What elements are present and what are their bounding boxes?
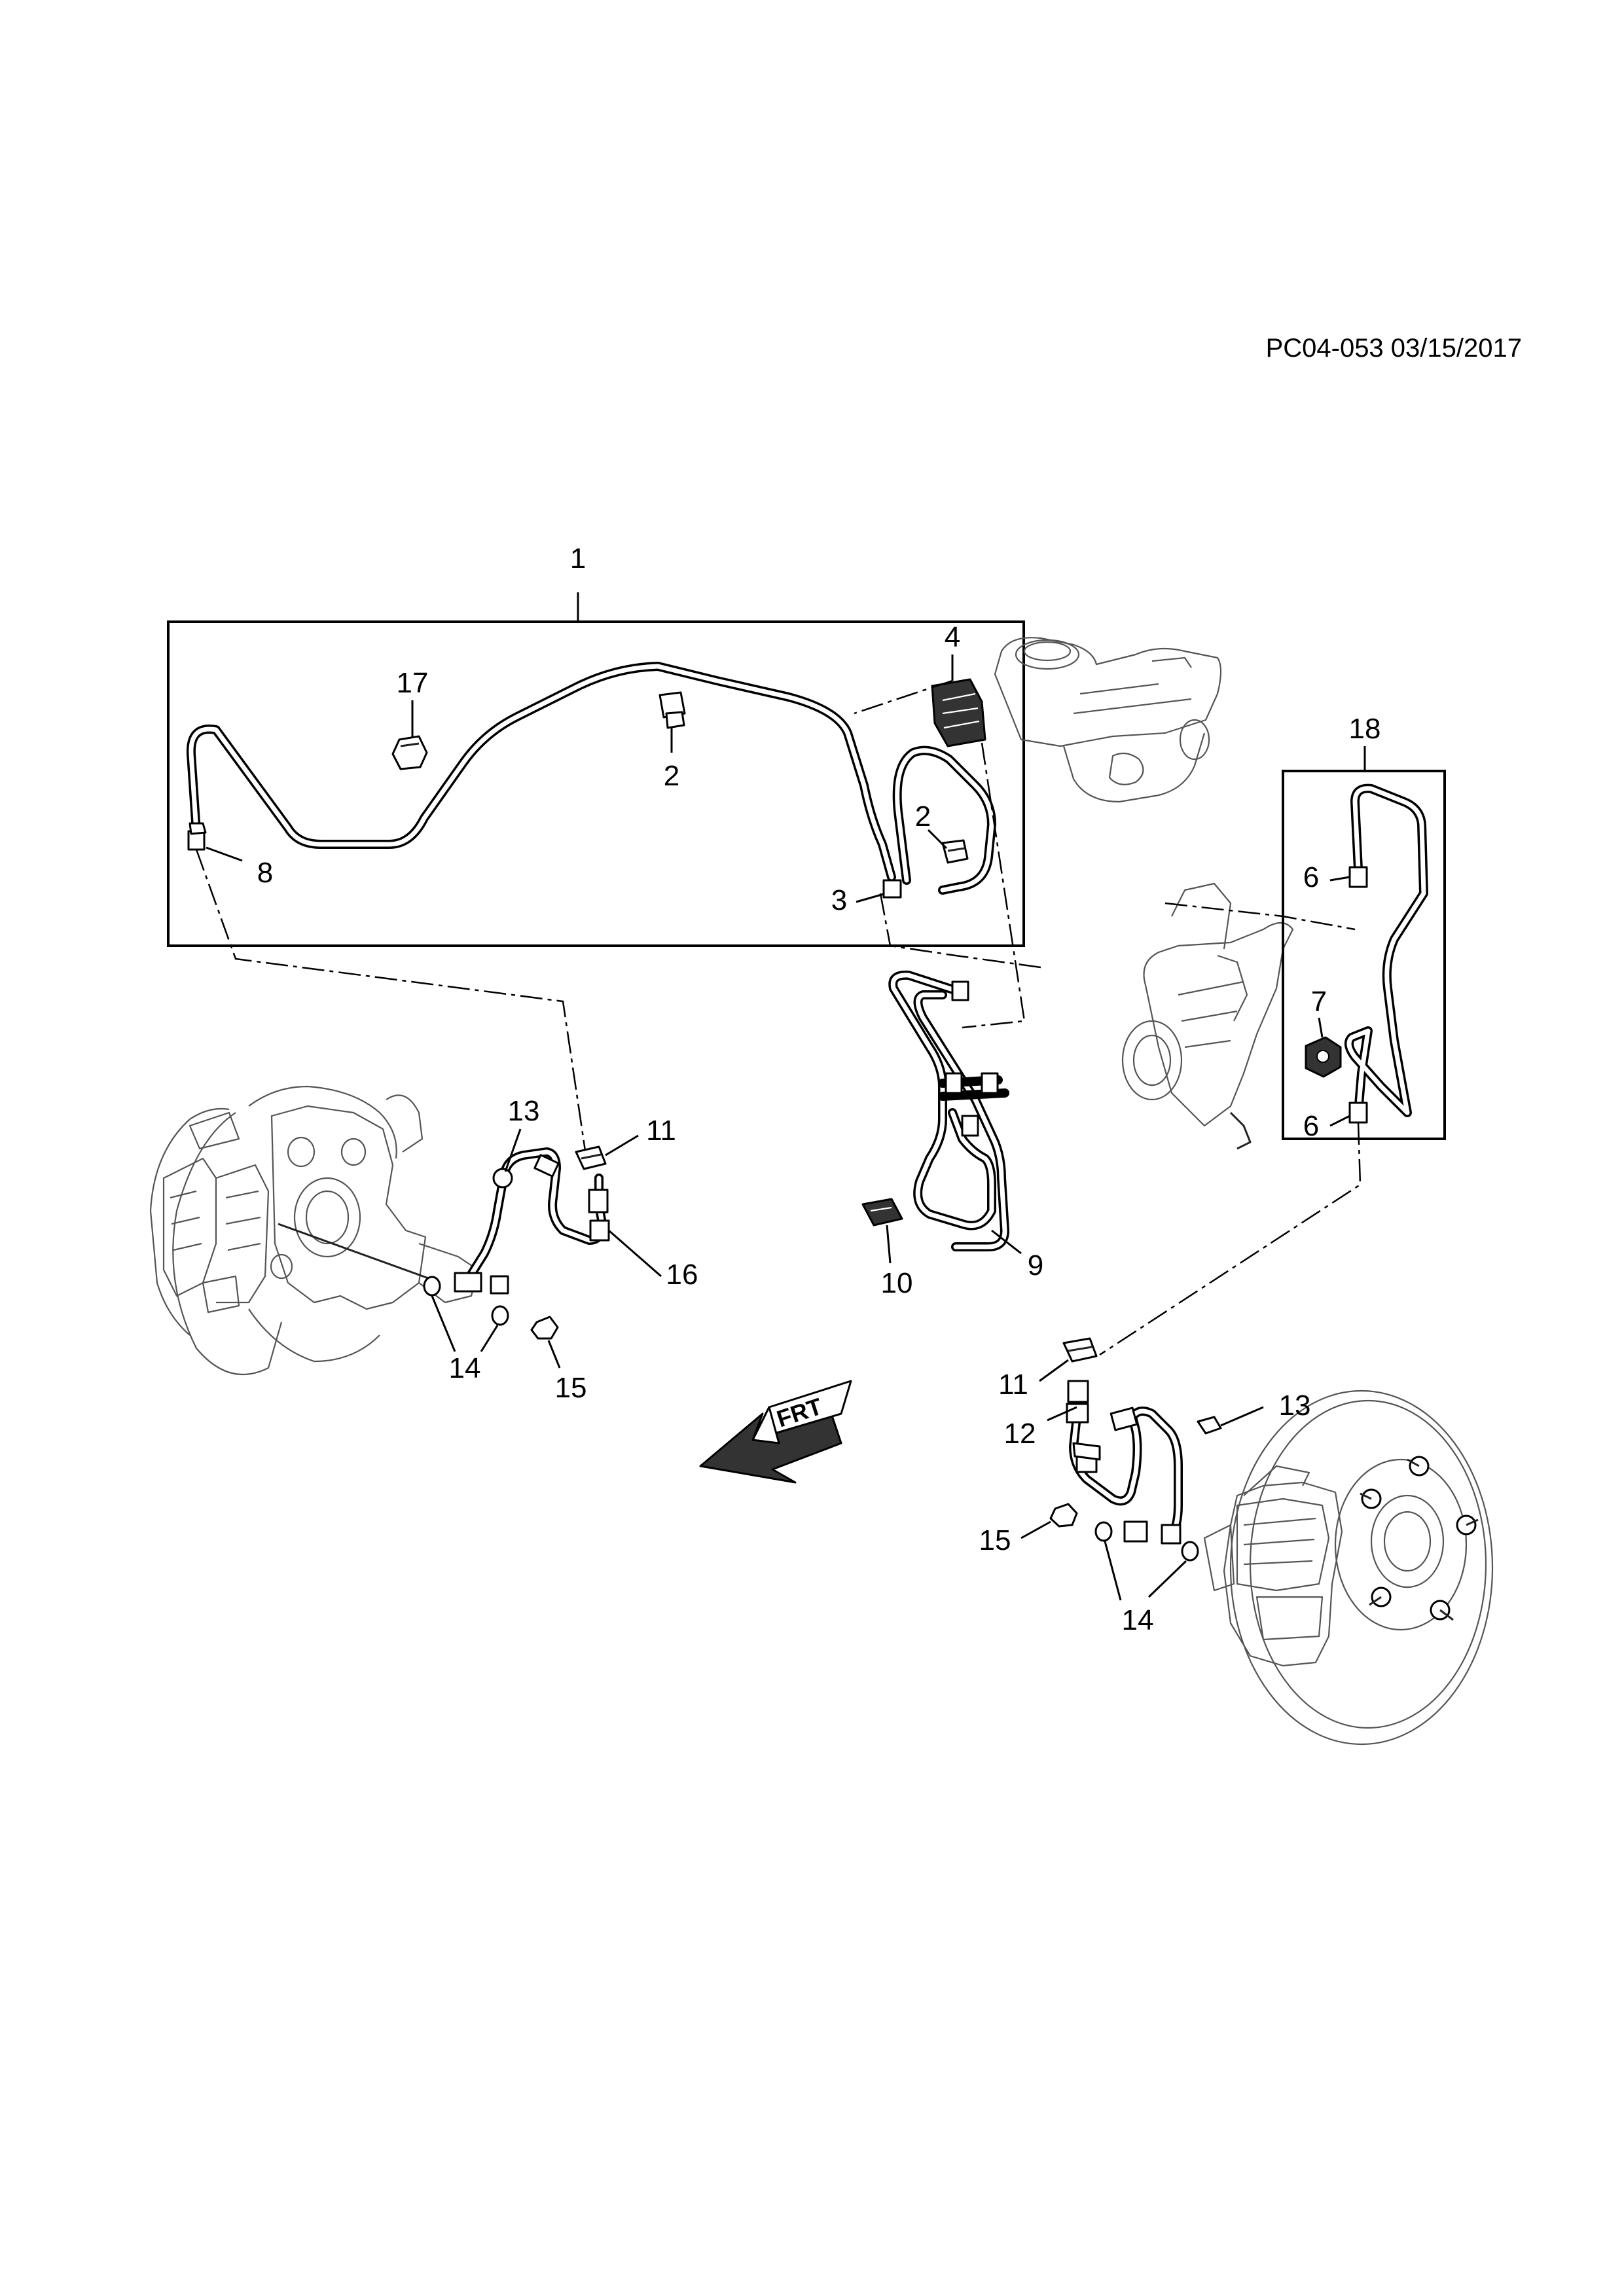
clip-part-11-right	[1039, 1337, 1098, 1382]
callout-2-center: 2	[664, 760, 679, 792]
left-steering-knuckle-caliper	[149, 1085, 479, 1376]
callout-13-right: 13	[1279, 1390, 1311, 1422]
callout-15-right: 15	[979, 1524, 1011, 1556]
dash-line-3-to-module	[879, 893, 1041, 969]
callout-10: 10	[881, 1267, 913, 1299]
callout-6-upper: 6	[1303, 861, 1319, 893]
callout-18: 18	[1349, 713, 1381, 745]
clip-part-11-left	[575, 1134, 639, 1170]
clip-part-12	[1047, 1406, 1077, 1422]
callout-1: 1	[570, 543, 586, 575]
abs-module	[1121, 882, 1356, 1150]
fitting-part-8	[187, 822, 243, 862]
dash-line-8-to-11	[195, 849, 587, 1156]
grommet-part-17	[391, 700, 428, 770]
callout-14-left: 14	[449, 1352, 481, 1384]
callout-2-right: 2	[915, 800, 931, 833]
washer-part-14-left	[423, 1276, 509, 1352]
fitting-part-6-lower	[1329, 1102, 1368, 1127]
bolt-part-13-left	[492, 1128, 522, 1189]
bolt-part-13-right	[1197, 1406, 1264, 1435]
brake-pipe-main	[186, 662, 996, 895]
bolt-part-15-right	[1020, 1503, 1078, 1539]
right-brake-hose	[1066, 1380, 1183, 1545]
fitting-part-6-upper	[1329, 866, 1368, 888]
nut-part-7	[1305, 1017, 1342, 1078]
callout-4: 4	[945, 621, 960, 653]
left-brake-hose	[454, 1147, 662, 1295]
clip-part-2-right	[927, 829, 969, 864]
bolt-part-15-left	[530, 1316, 561, 1369]
callout-7: 7	[1311, 986, 1327, 1018]
callout-15-left: 15	[555, 1372, 587, 1404]
callout-8: 8	[257, 857, 273, 889]
callout-11-left: 11	[646, 1115, 676, 1147]
callout-6-lower: 6	[1303, 1110, 1319, 1142]
fitting-part-3	[856, 879, 902, 903]
grommet-part-10	[861, 1198, 903, 1264]
dash-line-4-to-pipe9	[962, 742, 1026, 1029]
callout-9: 9	[1028, 1249, 1043, 1282]
right-rotor-caliper	[1203, 1390, 1494, 1746]
washer-part-14-right	[1094, 1521, 1199, 1601]
document-id: PC04-053 03/15/2017	[1266, 334, 1522, 363]
assembly-18-frame	[1282, 746, 1446, 1140]
pipe-bundle-part-9	[888, 970, 1022, 1255]
callout-16: 16	[666, 1259, 698, 1291]
callout-12: 12	[1004, 1418, 1036, 1450]
callout-17: 17	[397, 667, 429, 699]
callout-14-right: 14	[1122, 1604, 1154, 1636]
dash-line-6-to-11	[1099, 1122, 1362, 1356]
master-cylinder	[994, 637, 1222, 803]
brake-pipe-18	[1344, 783, 1428, 1117]
assembly-1-frame	[167, 592, 1025, 947]
callout-labels: 1 17 2 2 4 3 8 18 6 7 6 9 10 13 11 16 14…	[257, 543, 1381, 1636]
clip-part-2-center	[659, 691, 686, 753]
callout-11-right: 11	[998, 1369, 1028, 1401]
front-direction-arrow-icon: FRT	[699, 1380, 852, 1484]
bracket-part-4	[931, 655, 986, 747]
callout-13-left: 13	[508, 1095, 540, 1127]
callout-3: 3	[831, 884, 847, 916]
dash-line-4-to-mc	[854, 679, 953, 715]
